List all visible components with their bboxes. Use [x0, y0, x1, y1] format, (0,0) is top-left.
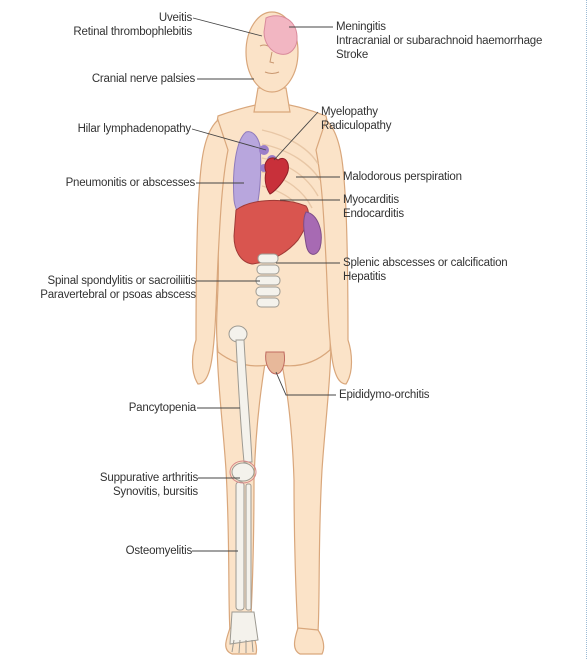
label-radiculopathy: Radiculopathy: [321, 119, 391, 133]
label-myocarditis: Myocarditis: [343, 193, 399, 207]
lumbar-spine: [256, 254, 280, 307]
label-intracranial-haemorrhage: Intracranial or subarachnoid haemorrhage: [336, 34, 542, 48]
label-cranial-nerve-palsies: Cranial nerve palsies: [92, 72, 195, 86]
label-hilar-lymphadenopathy: Hilar lymphadenopathy: [78, 122, 191, 136]
label-epididymo-orchitis: Epididymo-orchitis: [339, 388, 429, 402]
label-pneumonitis: Pneumonitis or abscesses: [66, 176, 195, 190]
label-paravertebral: Paravertebral or psoas abscess: [40, 288, 196, 302]
label-suppurative-arthritis: Suppurative arthritis: [100, 471, 198, 485]
label-myelopathy: Myelopathy: [321, 105, 378, 119]
label-malodorous-perspiration: Malodorous perspiration: [343, 170, 462, 184]
label-synovitis-bursitis: Synovitis, bursitis: [113, 485, 198, 499]
testes: [266, 352, 285, 374]
label-osteomyelitis: Osteomyelitis: [126, 544, 192, 558]
label-hepatitis: Hepatitis: [343, 270, 386, 284]
right-foot: [295, 628, 324, 654]
label-stroke: Stroke: [336, 48, 368, 62]
label-endocarditis: Endocarditis: [343, 207, 404, 221]
label-uveitis: Uveitis: [159, 11, 192, 25]
label-meningitis: Meningitis: [336, 20, 386, 34]
label-splenic-abscesses: Splenic abscesses or calcification: [343, 256, 508, 270]
label-retinal-thrombophlebitis: Retinal thrombophlebitis: [73, 25, 192, 39]
label-pancytopenia: Pancytopenia: [129, 401, 196, 415]
label-spinal-spondylitis: Spinal spondylitis or sacroiliitis: [47, 274, 196, 288]
